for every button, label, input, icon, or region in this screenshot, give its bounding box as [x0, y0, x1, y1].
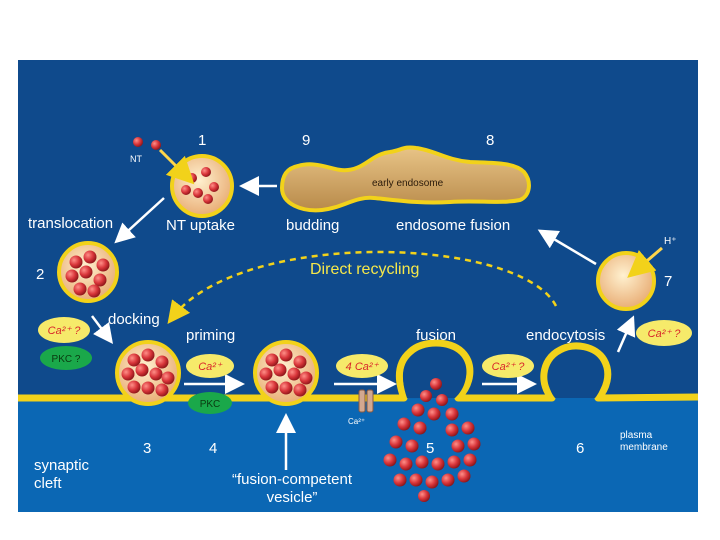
docking-label: docking — [108, 311, 160, 328]
step-number-5: 5 — [426, 440, 434, 457]
ca-badge-docking: Ca²⁺ ? — [38, 317, 90, 343]
step-number-2: 2 — [36, 266, 44, 283]
nt-uptake-vesicle — [170, 154, 234, 218]
nt-uptake-label: NT uptake — [166, 217, 235, 234]
svg-text:PKC ?: PKC ? — [52, 354, 81, 365]
priming-label: priming — [186, 327, 235, 344]
docked-vesicle — [115, 340, 181, 406]
endocytic-pit-interior — [548, 350, 603, 398]
translocation-arrow — [114, 197, 165, 244]
plasma-membrane-label-line2: membrane — [620, 442, 668, 453]
plasma-membrane-label-line1: plasma — [620, 430, 653, 441]
svg-text:Ca²⁺ ?: Ca²⁺ ? — [492, 361, 526, 373]
endocytosis-label: endocytosis — [526, 327, 605, 344]
nt-label: NT — [130, 154, 142, 164]
synaptic-cleft-label-line1: synaptic — [34, 457, 90, 474]
step-number-1: 1 — [198, 132, 206, 149]
docking-arrow — [91, 315, 113, 344]
primed-vesicle — [253, 340, 319, 406]
translocation-vesicle — [57, 241, 119, 303]
svg-text:4 Ca²⁺: 4 Ca²⁺ — [346, 361, 380, 373]
svg-text:Ca²⁺: Ca²⁺ — [198, 361, 223, 373]
step-number-6: 6 — [576, 440, 584, 457]
ca-badge-fusion: 4 Ca²⁺ — [336, 354, 388, 378]
svg-text:Ca²⁺ ?: Ca²⁺ ? — [48, 325, 82, 337]
nt-uptake-arrow — [158, 148, 195, 185]
direct-recycling-label: Direct recycling — [310, 261, 419, 278]
translocation-label: translocation — [28, 215, 113, 232]
endosome-fusion-arrow — [537, 229, 597, 266]
step-number-8: 8 — [486, 132, 494, 149]
pkc-badge-priming: PKC — [188, 392, 232, 414]
calcium-channel — [358, 389, 374, 413]
early-endosome — [279, 145, 531, 213]
pinch-off-arrow — [616, 315, 636, 353]
budding-label: budding — [286, 217, 339, 234]
channel-calcium-label: Ca²⁺ — [348, 417, 365, 426]
endosome-fusion-label: endosome fusion — [396, 217, 510, 234]
fusion-competent-label-line1: “fusion-competent — [232, 471, 353, 488]
svg-text:PKC: PKC — [200, 399, 221, 410]
fusion-competent-label-line2: vesicle” — [267, 489, 318, 506]
synaptic-cleft-label-line2: cleft — [34, 475, 62, 492]
direct-recycling-arrow — [167, 250, 558, 324]
step-number-4: 4 — [209, 440, 217, 457]
ca-badge-endocytosis: Ca²⁺ ? — [482, 354, 534, 378]
synaptic-cleft-region — [18, 397, 698, 512]
step-number-9: 9 — [302, 132, 310, 149]
step-number-7: 7 — [664, 273, 672, 290]
free-neurotransmitter — [133, 137, 161, 150]
fusion-label: fusion — [416, 327, 456, 344]
proton-label: H⁺ — [664, 236, 677, 247]
svg-text:Ca²⁺ ?: Ca²⁺ ? — [648, 328, 682, 340]
fusion-pore-interior — [403, 348, 467, 398]
released-neurotransmitter-cloud — [383, 378, 481, 502]
step-number-3: 3 — [143, 440, 151, 457]
ca-badge-pinch-off: Ca²⁺ ? — [636, 320, 692, 346]
early-endosome-label: early endosome — [372, 178, 444, 189]
ca-badge-priming: Ca²⁺ — [186, 354, 234, 378]
pkc-badge-docking: PKC ? — [40, 346, 92, 370]
plasma-membrane — [18, 339, 699, 402]
endocytosed-vesicle — [596, 246, 663, 311]
